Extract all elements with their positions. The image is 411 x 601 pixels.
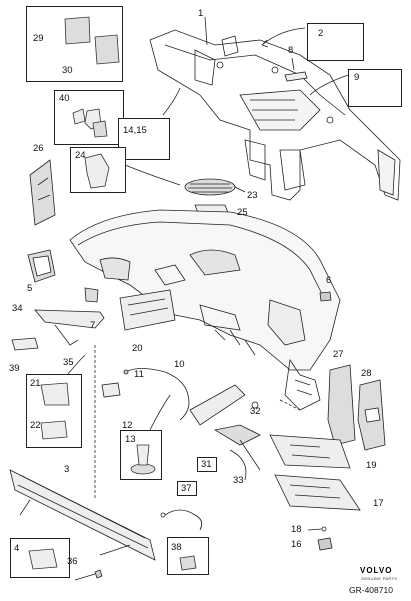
inset-box-24: 24 [70, 147, 126, 193]
label-19: 19 [366, 460, 377, 471]
label-23: 23 [247, 190, 258, 201]
inset-box-38: 38 [167, 537, 209, 575]
dashboard-panel-illustration [69, 209, 341, 411]
inset-box-2: 2 [307, 23, 364, 61]
bracket-icon [84, 153, 110, 189]
label-2: 2 [318, 28, 324, 39]
label-34: 34 [12, 303, 23, 314]
label-1: 1 [198, 8, 204, 19]
label-14-15: 14,15 [123, 125, 147, 136]
clips-icon [72, 108, 108, 138]
connector-icon [179, 555, 197, 571]
label-4: 4 [14, 543, 20, 554]
inset-box-29-30: 29 30 [26, 6, 123, 82]
inset-box-14-15: 14,15 [118, 118, 170, 160]
label-31: 31 [201, 459, 212, 470]
label-18: 18 [291, 524, 302, 535]
label-35: 35 [63, 357, 74, 368]
label-24: 24 [75, 150, 86, 161]
label-8: 8 [288, 45, 294, 56]
clip-4-icon [28, 548, 58, 570]
label-36: 36 [67, 556, 78, 567]
label-26: 26 [33, 143, 44, 154]
label-22: 22 [30, 420, 41, 431]
inset-box-4: 4 [10, 538, 70, 578]
label-37: 37 [181, 483, 192, 494]
label-13: 13 [125, 434, 136, 445]
label-33: 33 [233, 475, 244, 486]
inset-box-13: 13 [120, 430, 162, 480]
label-30: 30 [62, 65, 73, 76]
label-21: 21 [30, 378, 41, 389]
label-39: 39 [9, 363, 20, 374]
label-5: 5 [27, 283, 33, 294]
retainer-clips-icon [40, 382, 70, 440]
label-16: 16 [291, 539, 302, 550]
inset-box-21-22: 21 22 [26, 374, 82, 448]
crossmember-illustration [149, 29, 401, 201]
label-12: 12 [122, 420, 133, 431]
label-20: 20 [132, 343, 143, 354]
label-25: 25 [237, 207, 248, 218]
label-7: 7 [90, 320, 96, 331]
label-28: 28 [361, 368, 372, 379]
volvo-logo-text: VOLVO [360, 566, 393, 575]
inset-box-31: 31 [197, 457, 217, 472]
genuine-parts-text: GENUINE PARTS [361, 576, 398, 581]
label-6: 6 [326, 275, 332, 286]
label-3: 3 [64, 464, 70, 475]
label-32: 32 [250, 406, 261, 417]
inset-box-9: 9 [348, 69, 402, 107]
label-9: 9 [354, 72, 360, 83]
label-27: 27 [333, 349, 344, 360]
holder-icon [130, 444, 156, 475]
label-40: 40 [59, 93, 70, 104]
inset-box-40: 40 [54, 90, 124, 145]
pads-icon [64, 16, 120, 65]
label-38: 38 [171, 542, 182, 553]
diagram-reference: GR-408710 [349, 585, 393, 595]
inset-box-37: 37 [177, 481, 197, 496]
label-10: 10 [174, 359, 185, 370]
label-29: 29 [33, 33, 44, 44]
label-17: 17 [373, 498, 384, 509]
label-11: 11 [134, 369, 144, 380]
